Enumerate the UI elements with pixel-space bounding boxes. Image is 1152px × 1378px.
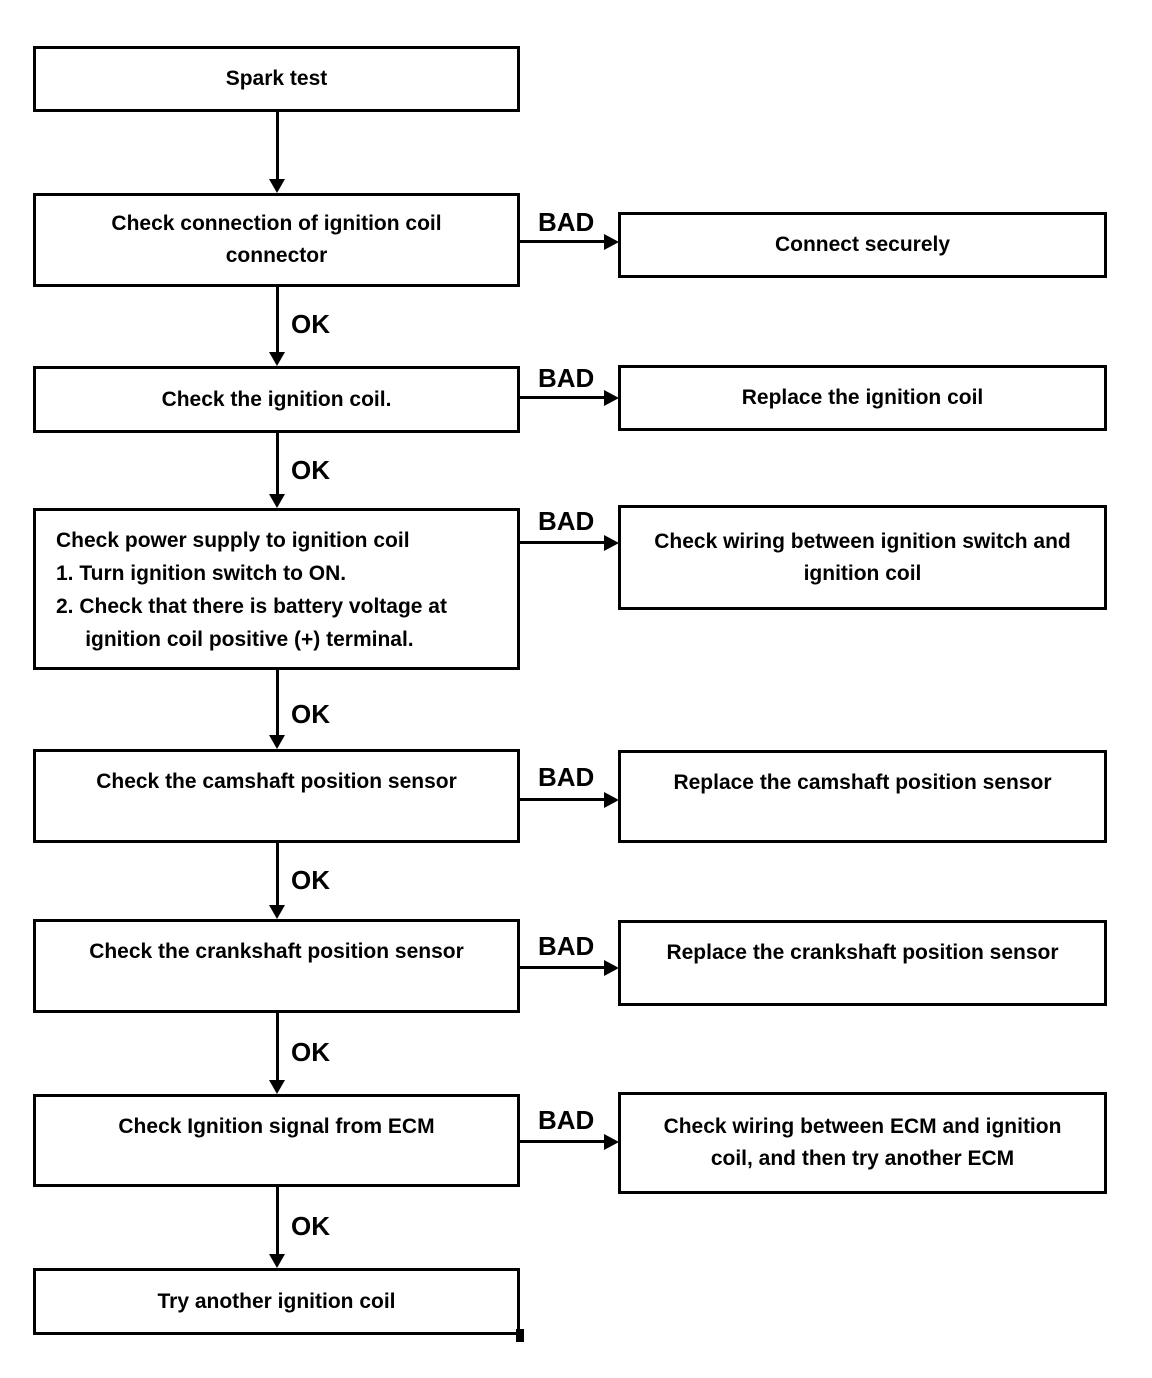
ok-label-4: OK [291, 865, 330, 895]
bad-label-6: BAD [538, 1105, 595, 1135]
flow-line-1 [276, 112, 279, 180]
bad-label-4: BAD [538, 762, 595, 792]
check-wiring-ecm-box: Check wiring between ECM and ignition co… [618, 1092, 1107, 1194]
arrow-down-icon-4 [269, 735, 285, 749]
try-another-coil-box: Try another ignition coil [33, 1268, 520, 1335]
bad-label-2: BAD [538, 363, 595, 393]
replace-crankshaft-sensor-box: Replace the crankshaft position sensor [618, 920, 1107, 1006]
arrow-down-icon-2 [269, 352, 285, 366]
bad-line-4 [520, 798, 606, 801]
scan-artifact-notch [516, 1329, 524, 1342]
arrow-down-icon-7 [269, 1254, 285, 1268]
bad-label-1: BAD [538, 207, 595, 237]
bad-line-2 [520, 396, 606, 399]
ok-label-5: OK [291, 1037, 330, 1067]
check-ignition-signal-box: Check Ignition signal from ECM [33, 1094, 520, 1187]
arrow-right-icon-4 [604, 792, 619, 808]
ok-label-6: OK [291, 1211, 330, 1241]
check-power-supply-box: Check power supply to ignition coil 1. T… [33, 508, 520, 670]
check-wiring-switch-box: Check wiring between ignition switch and… [618, 505, 1107, 610]
flow-line-6 [276, 1013, 279, 1080]
flow-line-4 [276, 670, 279, 735]
bad-line-5 [520, 966, 606, 969]
arrow-down-icon-1 [269, 179, 285, 193]
arrow-right-icon-2 [604, 390, 619, 406]
bad-line-3 [520, 541, 606, 544]
arrow-right-icon-6 [604, 1134, 619, 1150]
check-connection-box: Check connection of ignition coil connec… [33, 193, 520, 287]
check-ignition-coil-box: Check the ignition coil. [33, 366, 520, 433]
arrow-down-icon-5 [269, 905, 285, 919]
arrow-right-icon-5 [604, 960, 619, 976]
check-camshaft-sensor-box: Check the camshaft position sensor [33, 749, 520, 843]
bad-line-1 [520, 240, 606, 243]
check-crankshaft-sensor-box: Check the crankshaft position sensor [33, 919, 520, 1013]
arrow-right-icon-3 [604, 535, 619, 551]
bad-line-6 [520, 1140, 606, 1143]
replace-ignition-coil-box: Replace the ignition coil [618, 365, 1107, 431]
flow-line-5 [276, 843, 279, 905]
flow-line-3 [276, 433, 279, 494]
ok-label-3: OK [291, 699, 330, 729]
bad-label-5: BAD [538, 931, 595, 961]
connect-securely-box: Connect securely [618, 212, 1107, 278]
bad-label-3: BAD [538, 506, 595, 536]
arrow-down-icon-3 [269, 494, 285, 508]
flow-line-7 [276, 1187, 279, 1254]
spark-test-box: Spark test [33, 46, 520, 112]
ok-label-1: OK [291, 309, 330, 339]
flow-line-2 [276, 287, 279, 352]
replace-camshaft-sensor-box: Replace the camshaft position sensor [618, 750, 1107, 843]
arrow-down-icon-6 [269, 1080, 285, 1094]
arrow-right-icon-1 [604, 234, 619, 250]
ok-label-2: OK [291, 455, 330, 485]
